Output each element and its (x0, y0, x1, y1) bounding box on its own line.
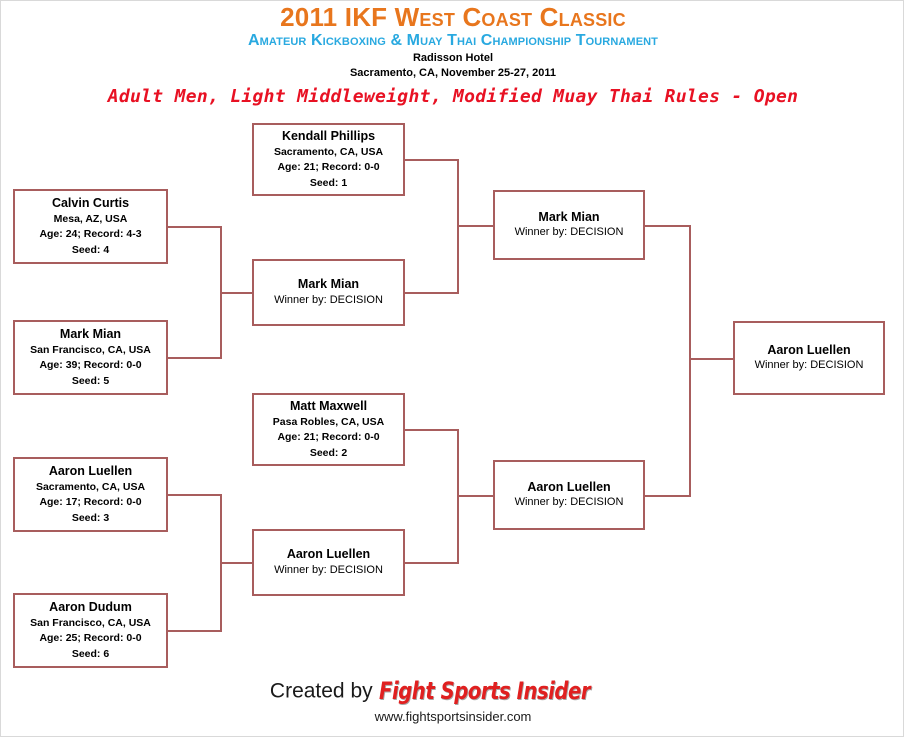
result-box-round2-lower[interactable]: Aaron Luellen Winner by: DECISION (252, 529, 405, 596)
connector-r1-low-top-stub (168, 494, 222, 496)
connector-r2-low-bottom-stub (405, 562, 459, 564)
connector-r2-bottom-stub (405, 292, 459, 294)
competitor-age-record: Age: 25; Record: 0-0 (39, 632, 142, 645)
connector-r2-low-top-stub (405, 429, 459, 431)
event-title: 2011 IKF West Coast Classic (280, 2, 626, 32)
competitor-age-record: Age: 21; Record: 0-0 (277, 431, 380, 444)
competitor-name: Aaron Dudum (49, 600, 132, 615)
competitor-box-aaron-dudum[interactable]: Aaron Dudum San Francisco, CA, USA Age: … (13, 593, 168, 668)
result-box-semifinal-lower[interactable]: Aaron Luellen Winner by: DECISION (493, 460, 645, 530)
competitor-seed: Seed: 4 (71, 243, 110, 256)
winner-name: Mark Mian (297, 277, 360, 292)
connector-r2-feed (457, 225, 493, 227)
competitor-name: Aaron Luellen (48, 464, 133, 479)
competitor-hometown: San Francisco, CA, USA (30, 344, 151, 357)
competitor-box-kendall-phillips[interactable]: Kendall Phillips Sacramento, CA, USA Age… (252, 123, 405, 196)
competitor-box-aaron-luellen[interactable]: Aaron Luellen Sacramento, CA, USA Age: 1… (13, 457, 168, 532)
competitor-name: Mark Mian (59, 327, 122, 342)
competitor-name: Calvin Curtis (51, 196, 130, 211)
champion-outcome: Winner by: DECISION (754, 359, 864, 372)
connector-r1-top-stub (168, 226, 222, 228)
website-url: www.fightsportsinsider.com (374, 709, 532, 724)
competitor-name: Matt Maxwell (289, 399, 368, 414)
connector-r2-low-feed (457, 495, 493, 497)
competitor-seed: Seed: 1 (309, 176, 348, 189)
credit-label: Created by (269, 679, 373, 703)
connector-r1-low-feed (220, 562, 252, 564)
winner-name: Mark Mian (538, 209, 600, 224)
competitor-hometown: San Francisco, CA, USA (30, 617, 151, 630)
connector-r2-top-stub (405, 159, 459, 161)
connector-sf-bottom-stub (645, 495, 691, 497)
result-box-semifinal-upper[interactable]: Mark Mian Winner by: DECISION (493, 190, 645, 260)
connector-r1-low-bottom-stub (168, 630, 222, 632)
competitor-hometown: Sacramento, CA, USA (273, 146, 384, 159)
competitor-box-matt-maxwell[interactable]: Matt Maxwell Pasa Robles, CA, USA Age: 2… (252, 393, 405, 466)
connector-final-feed (689, 358, 733, 360)
winner-outcome: Winner by: DECISION (274, 563, 383, 576)
competitor-hometown: Pasa Robles, CA, USA (272, 416, 385, 429)
winner-outcome: Winner by: DECISION (514, 496, 624, 509)
competitor-name: Kendall Phillips (281, 129, 376, 144)
competitor-seed: Seed: 3 (71, 511, 110, 524)
division-title: Adult Men, Light Middleweight, Modified … (107, 85, 799, 107)
competitor-age-record: Age: 24; Record: 4-3 (39, 228, 142, 241)
champion-name: Aaron Luellen (767, 342, 851, 357)
competitor-hometown: Sacramento, CA, USA (35, 481, 146, 494)
fight-sports-insider-logo: Fight Sports Insider (378, 677, 591, 705)
competitor-seed: Seed: 5 (71, 374, 110, 387)
competitor-age-record: Age: 21; Record: 0-0 (277, 161, 380, 174)
competitor-age-record: Age: 39; Record: 0-0 (39, 359, 142, 372)
event-subtitle: Amateur Kickboxing & Muay Thai Champions… (247, 32, 658, 50)
competitor-box-mark-mian[interactable]: Mark Mian San Francisco, CA, USA Age: 39… (13, 320, 168, 395)
competitor-box-calvin-curtis[interactable]: Calvin Curtis Mesa, AZ, USA Age: 24; Rec… (13, 189, 168, 264)
connector-r1-bottom-stub (168, 357, 222, 359)
winner-name: Aaron Luellen (527, 479, 611, 494)
venue-location-date: Sacramento, CA, November 25-27, 2011 (349, 67, 557, 80)
winner-name: Aaron Luellen (286, 547, 371, 562)
competitor-hometown: Mesa, AZ, USA (53, 213, 128, 226)
competitor-seed: Seed: 2 (309, 446, 348, 459)
competitor-age-record: Age: 17; Record: 0-0 (39, 496, 142, 509)
winner-outcome: Winner by: DECISION (274, 293, 383, 306)
competitor-seed: Seed: 6 (71, 647, 110, 660)
winner-outcome: Winner by: DECISION (514, 226, 624, 239)
bracket-header: 2011 IKF West Coast Classic Amateur Kick… (1, 1, 903, 107)
connector-sf-top-stub (645, 225, 691, 227)
connector-sf-joiner (689, 225, 691, 497)
connector-r1-feed (220, 292, 252, 294)
result-box-round2-upper[interactable]: Mark Mian Winner by: DECISION (252, 259, 405, 326)
result-box-champion[interactable]: Aaron Luellen Winner by: DECISION (733, 321, 885, 395)
venue-name: Radisson Hotel (412, 52, 494, 65)
